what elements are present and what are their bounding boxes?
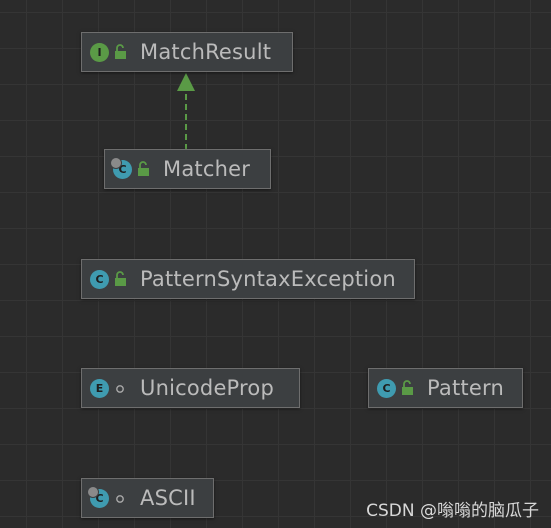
node-unicodeprop[interactable]: E UnicodeProp xyxy=(81,368,300,408)
package-private-circle-icon xyxy=(116,495,124,503)
class-icon: C xyxy=(87,485,109,508)
public-lock-icon xyxy=(402,380,413,395)
node-ascii[interactable]: C ASCII xyxy=(81,478,214,518)
node-name: ASCII xyxy=(140,486,196,510)
node-matchresult[interactable]: I MatchResult xyxy=(81,32,293,72)
node-name: UnicodeProp xyxy=(140,376,275,400)
node-name: PatternSyntaxException xyxy=(140,267,396,291)
interface-icon: I xyxy=(90,42,109,62)
watermark: CSDN @嗡嗡的脑瓜子 xyxy=(366,501,539,521)
node-matcher[interactable]: C Matcher xyxy=(104,149,271,189)
node-name: MatchResult xyxy=(140,40,272,64)
class-icon: C xyxy=(90,269,109,289)
public-lock-icon xyxy=(115,44,126,59)
node-pattern[interactable]: C Pattern xyxy=(368,368,523,408)
node-patternsyntaxexception[interactable]: C PatternSyntaxException xyxy=(81,259,415,299)
public-lock-icon xyxy=(138,161,149,176)
package-private-circle-icon xyxy=(116,385,124,393)
implements-arrowhead xyxy=(177,73,195,91)
public-lock-icon xyxy=(115,271,126,286)
node-name: Matcher xyxy=(163,157,251,181)
class-icon: C xyxy=(110,156,132,179)
node-name: Pattern xyxy=(427,376,504,400)
enum-icon: E xyxy=(90,378,109,398)
class-icon: C xyxy=(377,378,396,398)
